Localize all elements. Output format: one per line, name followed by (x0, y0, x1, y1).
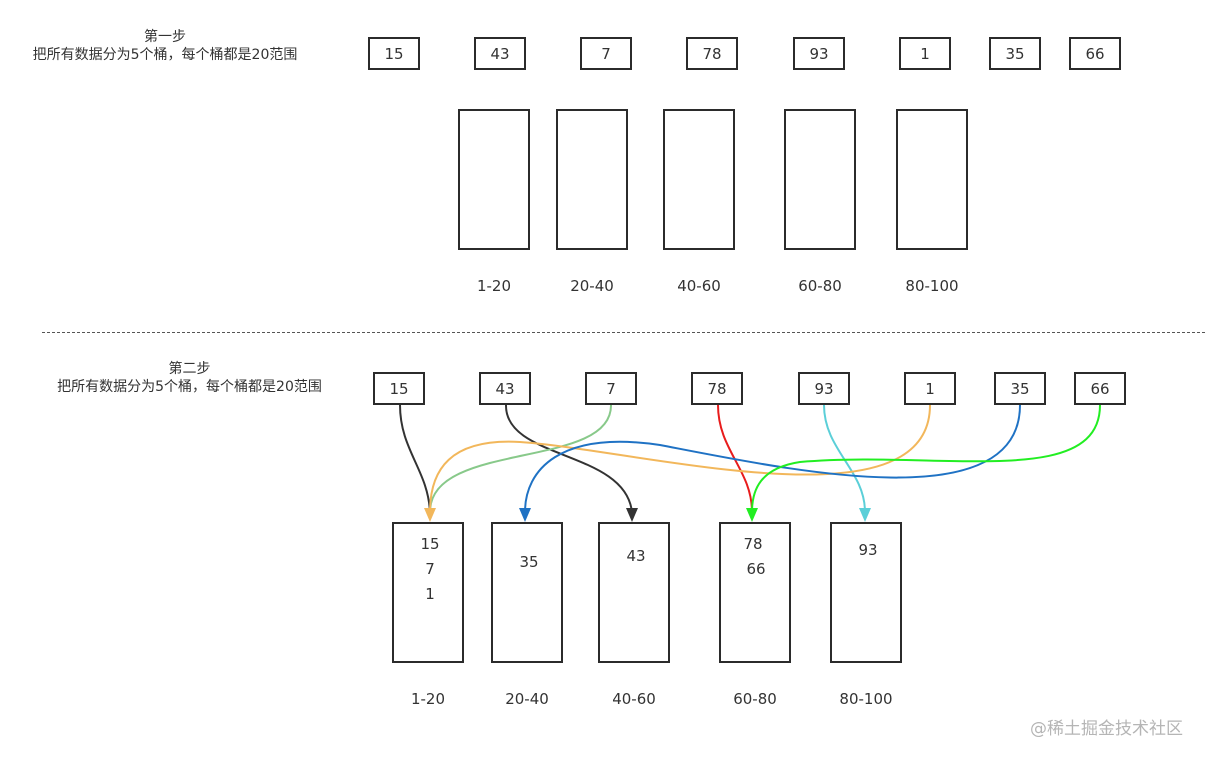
bucket-item: 93 (858, 541, 878, 559)
arrowhead-bucket-5 (859, 508, 871, 522)
step1-number-box: 78 (686, 37, 738, 70)
step1-bucket (784, 109, 856, 250)
step2-number-box: 7 (585, 372, 637, 405)
step1-bucket (458, 109, 530, 250)
step1-title: 第一步 (144, 29, 186, 45)
step2-number-box: 1 (904, 372, 956, 405)
arrow-66-to-bucket-4 (751, 404, 1101, 513)
step2-range-label: 1-20 (410, 690, 446, 708)
step2-range-label: 20-40 (505, 690, 549, 708)
bucket-item: 78 (743, 535, 763, 553)
step2-number-box: 15 (373, 372, 425, 405)
step1-title-block: 第一步 把所有数据分为5个桶，每个桶都是20范围 (0, 28, 330, 64)
step2-title-block: 第二步 把所有数据分为5个桶，每个桶都是20范围 (22, 360, 357, 396)
arrowhead-bucket-1 (424, 508, 436, 522)
step2-bucket-2: 35 (491, 522, 563, 663)
arrowhead-bucket-3 (626, 508, 638, 522)
step1-range-label: 20-40 (570, 277, 614, 295)
arrow-35-to-bucket-2 (524, 404, 1021, 513)
arrow-1-to-bucket-1 (429, 404, 931, 513)
step1-bucket (556, 109, 628, 250)
step1-number-box: 35 (989, 37, 1041, 70)
step1-number-box: 93 (793, 37, 845, 70)
arrowhead-bucket-2 (519, 508, 531, 522)
step2-number-box: 66 (1074, 372, 1126, 405)
arrow-7-to-bucket-1 (429, 404, 613, 513)
bucket-item: 43 (626, 547, 646, 565)
arrow-93-to-bucket-5 (823, 404, 866, 513)
step2-bucket-3: 43 (598, 522, 670, 663)
step1-range-label: 60-80 (798, 277, 842, 295)
step1-number-box: 66 (1069, 37, 1121, 70)
step2-subtitle: 把所有数据分为5个桶，每个桶都是20范围 (57, 379, 322, 395)
step2-title: 第二步 (168, 361, 211, 377)
step1-range-label: 80-100 (905, 277, 959, 295)
step1-number-box: 43 (474, 37, 526, 70)
step1-range-label: 40-60 (677, 277, 721, 295)
step2-number-box: 93 (798, 372, 850, 405)
step1-number-box: 1 (899, 37, 951, 70)
step2-range-label: 60-80 (733, 690, 777, 708)
step2-number-box: 43 (479, 372, 531, 405)
step2-number-box: 35 (994, 372, 1046, 405)
step2-bucket-4: 78 66 (719, 522, 791, 663)
arrowhead-bucket-4 (746, 508, 758, 522)
step2-bucket-5: 93 (830, 522, 902, 663)
bucket-item: 66 (746, 560, 766, 578)
arrow-15-to-bucket-1 (399, 404, 431, 513)
step1-bucket (896, 109, 968, 250)
section-divider (42, 332, 1205, 333)
bucket-item: 7 (425, 560, 435, 578)
bucket-item: 1 (425, 585, 435, 603)
arrow-43-to-bucket-3 (504, 404, 633, 513)
step1-bucket (663, 109, 735, 250)
step1-number-box: 7 (580, 37, 632, 70)
bucket-item: 35 (519, 553, 539, 571)
step2-range-label: 80-100 (839, 690, 893, 708)
step2-bucket-1: 15 7 1 (392, 522, 464, 663)
step2-number-box: 78 (691, 372, 743, 405)
step1-range-label: 1-20 (476, 277, 512, 295)
step2-range-label: 40-60 (612, 690, 656, 708)
step1-number-box: 15 (368, 37, 420, 70)
step1-subtitle: 把所有数据分为5个桶，每个桶都是20范围 (32, 47, 298, 63)
bucket-item: 15 (420, 535, 440, 553)
watermark: @稀土掘金技术社区 (1030, 719, 1183, 739)
